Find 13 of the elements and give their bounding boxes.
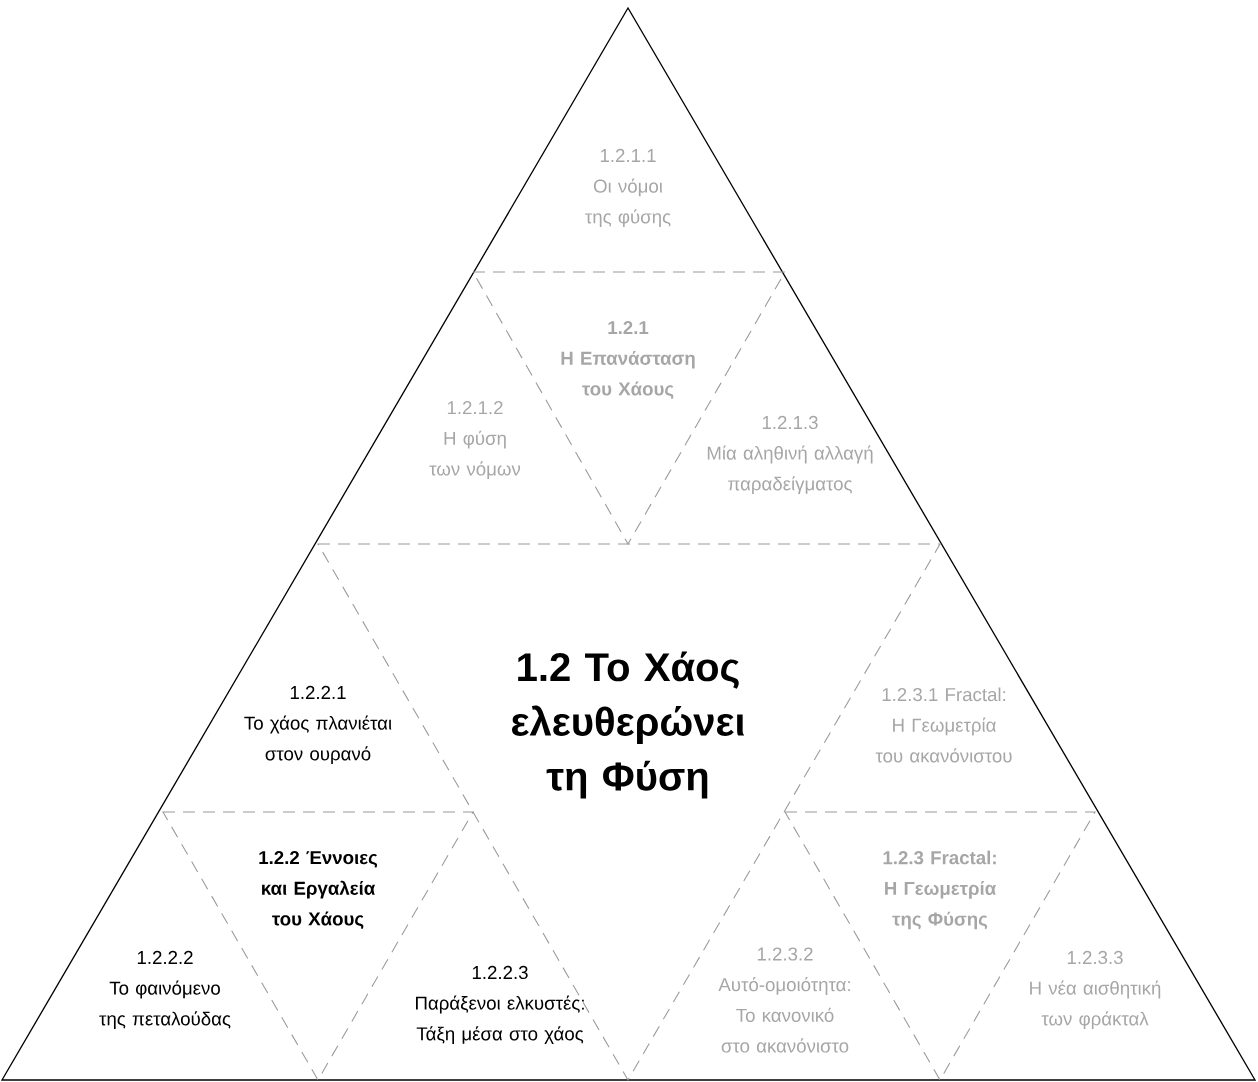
section-label: 1.2.3 Fractal: Η Γεωμετρία της Φύσης [883, 850, 996, 930]
section-label: 1.2.1.1 Οι νόμοι της φύσης [585, 148, 671, 228]
section-label: 1.2.2.3 Παράξενοι ελκυστές: Τάξη μέσα στο χάος [416, 965, 584, 1045]
section-label: 1.2.1.2 Η φύση των νόμων [429, 401, 521, 479]
section-label: 1.2.1.3 Μία αληθινή αλλαγή παραδείγματος [707, 415, 873, 495]
section-label: 1.2.2 Έννοιες και Εργαλεία του Χάους [259, 850, 378, 929]
section-label: 1.2.3.2 Αυτό-ομοιότητα: Το κανονικό στο ακανόνιστο [718, 947, 850, 1053]
section-label: 1.2.2.1 Το χάος πλανιέται στον ουρανό [244, 685, 392, 765]
section-label: 1.2.3.1 Fractal: Η Γεωμετρία του ακανόνιστου [875, 687, 1012, 763]
section-label: 1.2.3.3 Η νέα αισθητική των φράκταλ [1030, 950, 1161, 1030]
section-label: 1.2 Το Χάος ελευθερώνει τη Φύση [512, 651, 745, 799]
section-label: 1.2.1 Η Επανάσταση του Χάους [561, 321, 695, 399]
section-label: 1.2.2.2 Το φαινόμενο της πεταλούδας [99, 950, 231, 1030]
